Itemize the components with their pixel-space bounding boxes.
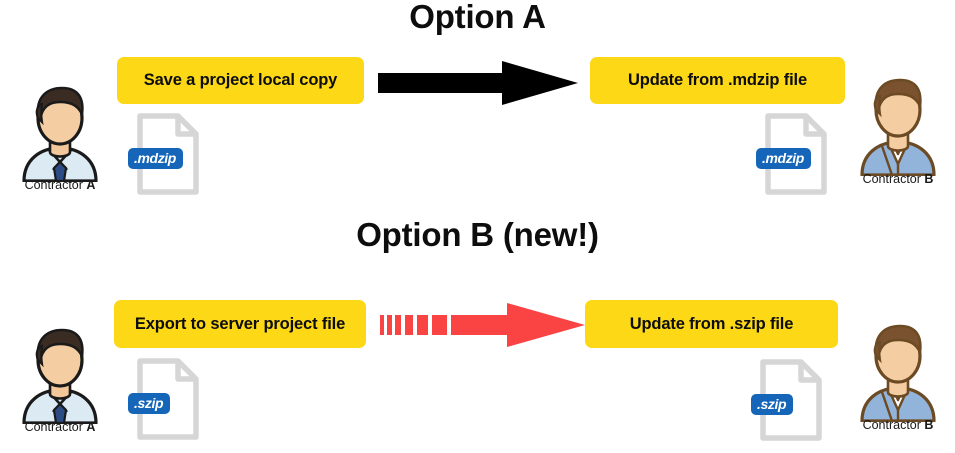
file-document-icon-mdzip-left: .mdzip bbox=[128, 112, 204, 196]
arrow-right-solid-icon bbox=[378, 61, 578, 110]
file-extension-badge: .mdzip bbox=[756, 148, 811, 169]
contractor-b-bottom: Contractor B bbox=[846, 318, 950, 432]
action-box-save-local-copy[interactable]: Save a project local copy bbox=[117, 57, 364, 104]
action-box-update-from-szip[interactable]: Update from .szip file bbox=[585, 300, 838, 348]
section-title-option-b: Option B (new!) bbox=[356, 216, 599, 253]
section-title-option-a: Option A bbox=[409, 0, 546, 35]
person-avatar-icon bbox=[846, 72, 950, 177]
file-extension-badge: .szip bbox=[751, 394, 794, 415]
contractor-a-top-label: Contractor A bbox=[24, 178, 96, 192]
contractor-b-top-label: Contractor B bbox=[862, 172, 934, 186]
file-document-icon-szip-left: .szip bbox=[128, 357, 204, 441]
contractor-a-bottom-label: Contractor A bbox=[24, 420, 96, 434]
contractor-b-top: Contractor B bbox=[846, 72, 950, 186]
person-avatar-icon bbox=[8, 320, 112, 425]
contractor-b-bottom-label: Contractor B bbox=[862, 418, 934, 432]
person-avatar-icon bbox=[846, 318, 950, 423]
action-box-export-server-project[interactable]: Export to server project file bbox=[114, 300, 366, 348]
arrow-right-dashed-icon bbox=[380, 303, 585, 352]
file-document-icon-szip-right: .szip bbox=[751, 358, 827, 442]
person-avatar-icon bbox=[8, 78, 112, 183]
file-extension-badge: .mdzip bbox=[128, 148, 183, 169]
file-document-icon-mdzip-right: .mdzip bbox=[756, 112, 832, 196]
file-extension-badge: .szip bbox=[128, 393, 171, 414]
action-box-update-from-mdzip[interactable]: Update from .mdzip file bbox=[590, 57, 845, 104]
contractor-a-bottom: Contractor A bbox=[8, 320, 112, 434]
contractor-a-top: Contractor A bbox=[8, 78, 112, 192]
